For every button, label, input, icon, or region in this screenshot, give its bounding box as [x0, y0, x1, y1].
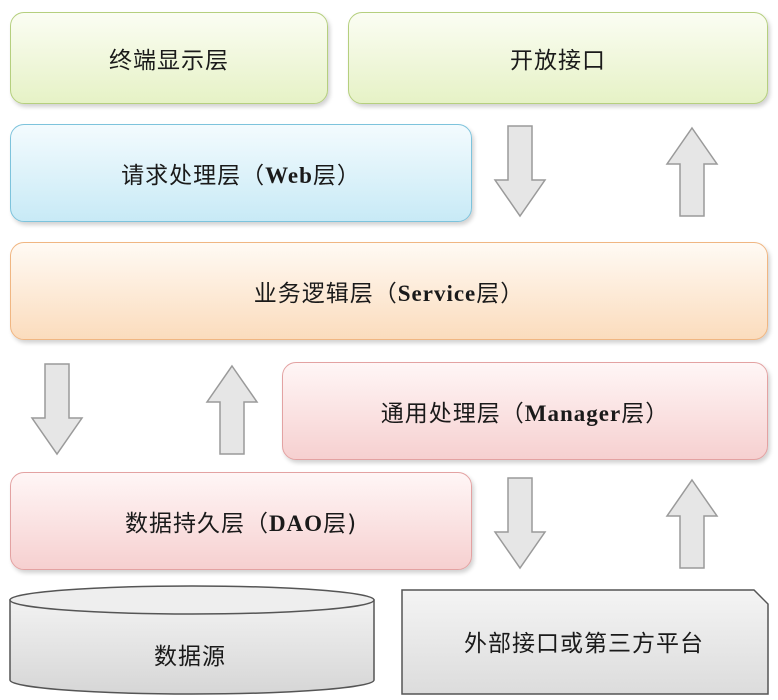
manager-layer-label: 通用处理层（Manager层）: [381, 394, 669, 428]
up-arrow-icon: [665, 478, 719, 569]
service-layer: 业务逻辑层（Service层）: [10, 242, 768, 340]
down-arrow-icon: [493, 125, 547, 218]
manager-layer: 通用处理层（Manager层）: [282, 362, 768, 460]
service-layer-label-prefix: 业务逻辑层（: [253, 281, 398, 307]
datasource-label: 数据源: [154, 644, 226, 670]
dao-layer-label-latin: DAO: [268, 511, 324, 536]
manager-layer-label-prefix: 通用处理层（: [380, 401, 525, 427]
up-arrow-icon: [665, 126, 719, 217]
manager-layer-label-suffix: 层）: [621, 401, 670, 427]
up-arrow-icon: [205, 364, 259, 455]
web-layer-label-latin: Web: [265, 163, 313, 188]
down-arrow-icon: [493, 477, 547, 570]
web-layer-label-prefix: 请求处理层（: [121, 163, 266, 189]
open-api-layer: 开放接口: [348, 12, 768, 104]
dao-layer-label-suffix: 层): [323, 511, 358, 537]
service-layer-label: 业务逻辑层（Service层）: [254, 274, 525, 308]
terminal-display-layer-label: 终端显示层: [109, 48, 229, 74]
down-arrow-icon: [30, 363, 84, 456]
manager-layer-label-latin: Manager: [524, 401, 622, 426]
service-layer-label-latin: Service: [397, 281, 477, 306]
web-layer-label: 请求处理层（Web层）: [121, 156, 361, 190]
dao-layer: 数据持久层（DAO层): [10, 472, 472, 570]
dao-layer-label-prefix: 数据持久层（: [124, 511, 269, 537]
dao-layer-label: 数据持久层（DAO层): [125, 504, 357, 538]
external-interface-label: 外部接口或第三方平台: [464, 631, 704, 657]
open-api-layer-label: 开放接口: [510, 48, 606, 74]
web-layer-label-suffix: 层）: [312, 163, 361, 189]
service-layer-label-suffix: 层）: [476, 281, 525, 307]
datasource-cylinder-icon: [9, 585, 375, 695]
terminal-display-layer: 终端显示层: [10, 12, 328, 104]
external-interface-box: [401, 589, 769, 695]
web-layer: 请求处理层（Web层）: [10, 124, 472, 222]
